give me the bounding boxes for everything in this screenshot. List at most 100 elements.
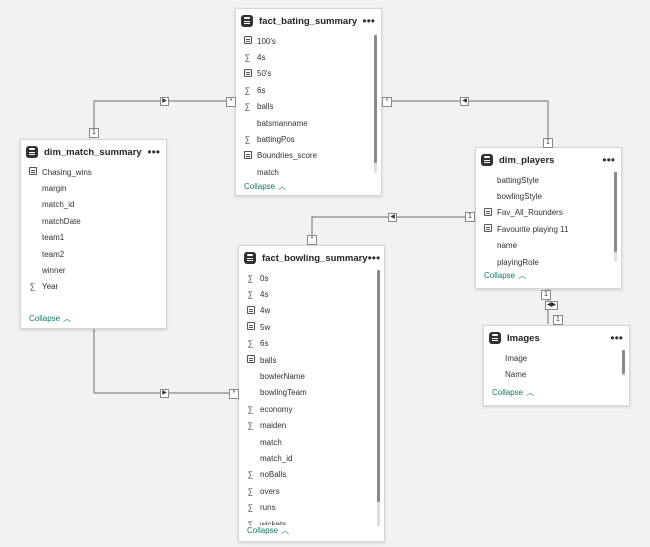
field-label: match	[257, 167, 279, 177]
field-row[interactable]: ∑battingPos	[236, 131, 381, 147]
field-row[interactable]: playingRole	[476, 254, 621, 270]
scrollbar-thumb[interactable]	[614, 172, 617, 252]
field-row[interactable]: ∑balls	[236, 99, 381, 115]
field-row[interactable]: ∑6s	[236, 82, 381, 98]
field-row[interactable]: Favourite playing 11	[476, 221, 621, 237]
bidirectional-arrow-icon[interactable]: ◀▶	[545, 301, 558, 310]
more-options-icon[interactable]: •••	[610, 331, 623, 345]
calculator-icon	[246, 305, 255, 314]
table-header[interactable]: dim_match_summary •••	[21, 140, 166, 164]
field-label: match_id	[42, 200, 75, 210]
field-row[interactable]: matchDate	[21, 213, 166, 229]
field-row[interactable]: ∑maiden	[239, 418, 384, 434]
field-label: team1	[42, 233, 65, 243]
filter-direction-arrow-icon[interactable]: ▶	[160, 389, 169, 398]
field-label: 0s	[260, 273, 269, 283]
field-row[interactable]: match_id	[21, 197, 166, 213]
scrollbar[interactable]	[377, 270, 380, 526]
field-label: Favourite playing 11	[497, 224, 569, 234]
table-header[interactable]: dim_players •••	[476, 148, 621, 172]
filter-direction-arrow-icon[interactable]: ◀	[460, 97, 469, 106]
field-row[interactable]: Boundries_score	[236, 148, 381, 164]
table-header[interactable]: Images •••	[484, 326, 629, 350]
field-row[interactable]: margin	[21, 180, 166, 196]
more-options-icon[interactable]: •••	[602, 153, 615, 167]
field-label: Image	[505, 353, 528, 363]
scrollbar-thumb[interactable]	[374, 35, 377, 163]
field-row[interactable]: bowlingTeam	[239, 385, 384, 401]
collapse-button[interactable]: Collapse ︿	[21, 313, 166, 324]
scrollbar[interactable]	[622, 350, 625, 376]
table-icon	[26, 146, 38, 158]
table-header[interactable]: fact_bating_summary •••	[236, 9, 381, 33]
collapse-button[interactable]: Collapse ︿	[476, 270, 621, 281]
field-row[interactable]: winner	[21, 262, 166, 278]
more-options-icon[interactable]: •••	[147, 145, 160, 159]
sum-icon: ∑	[244, 85, 251, 95]
field-row[interactable]: ∑runs	[239, 499, 384, 515]
scrollbar-thumb[interactable]	[622, 350, 625, 374]
filter-direction-arrow-icon[interactable]: ◀	[388, 213, 397, 222]
field-row[interactable]: balls	[239, 352, 384, 368]
collapse-button[interactable]: Collapse ︿	[239, 525, 384, 536]
table-title: fact_bating_summary	[259, 15, 358, 27]
field-label: bowlerName	[260, 372, 305, 382]
field-label: name	[497, 241, 518, 251]
field-row[interactable]: team1	[21, 230, 166, 246]
field-row[interactable]: Chasing_wins	[21, 164, 166, 180]
field-row[interactable]: ∑wickets	[239, 516, 384, 525]
table-header[interactable]: fact_bowling_summary •••	[239, 246, 384, 270]
field-row[interactable]: battingStyle	[476, 172, 621, 188]
more-options-icon[interactable]: •••	[362, 14, 375, 28]
field-row[interactable]: name	[476, 238, 621, 254]
field-row[interactable]: ∑6s	[239, 336, 384, 352]
scrollbar[interactable]	[374, 35, 377, 173]
field-row[interactable]: ∑economy	[239, 401, 384, 417]
field-row[interactable]: bowlingStyle	[476, 188, 621, 204]
field-label: 4w	[260, 306, 271, 316]
field-row[interactable]: team2	[21, 246, 166, 262]
field-row[interactable]: batsmanname	[236, 115, 381, 131]
cardinality-many-badge: *	[229, 389, 239, 399]
measure-icon	[242, 36, 253, 46]
scrollbar[interactable]	[614, 172, 617, 262]
scrollbar-thumb[interactable]	[377, 270, 380, 502]
field-row[interactable]: match	[239, 434, 384, 450]
field-row[interactable]: Image	[484, 350, 629, 366]
sum-icon: ∑	[244, 53, 251, 63]
field-row[interactable]: 5w	[239, 319, 384, 335]
more-options-icon[interactable]: •••	[367, 251, 381, 265]
field-label: team2	[42, 249, 65, 259]
measure-icon	[482, 207, 493, 218]
table-icon	[489, 332, 501, 344]
collapse-button[interactable]: Collapse ︿	[236, 181, 381, 192]
collapse-button[interactable]: Collapse ︿	[484, 387, 629, 398]
field-row[interactable]: ∑0s	[239, 270, 384, 286]
filter-direction-arrow-icon[interactable]: ▶	[160, 97, 169, 106]
field-label: Chasing_wins	[42, 167, 92, 177]
field-row[interactable]: ∑noBalls	[239, 467, 384, 483]
field-row[interactable]: ∑overs	[239, 483, 384, 499]
field-row[interactable]: 100's	[236, 33, 381, 49]
field-row[interactable]: ∑Year	[21, 279, 166, 295]
field-row[interactable]: match	[236, 164, 381, 180]
field-row[interactable]: bowlerName	[239, 368, 384, 384]
field-row[interactable]: ∑4s	[236, 49, 381, 65]
field-row[interactable]: match_id	[239, 450, 384, 466]
field-row[interactable]: ∑4s	[239, 286, 384, 302]
sum-icon: ∑	[247, 339, 254, 349]
field-row[interactable]: Fav_All_Rounders	[476, 205, 621, 221]
field-row[interactable]: 4w	[239, 303, 384, 319]
calculator-icon	[483, 224, 492, 233]
collapse-label: Collapse	[492, 387, 524, 397]
field-row[interactable]: Name	[484, 366, 629, 382]
field-label: 4s	[260, 290, 269, 300]
field-row[interactable]: 50's	[236, 66, 381, 82]
